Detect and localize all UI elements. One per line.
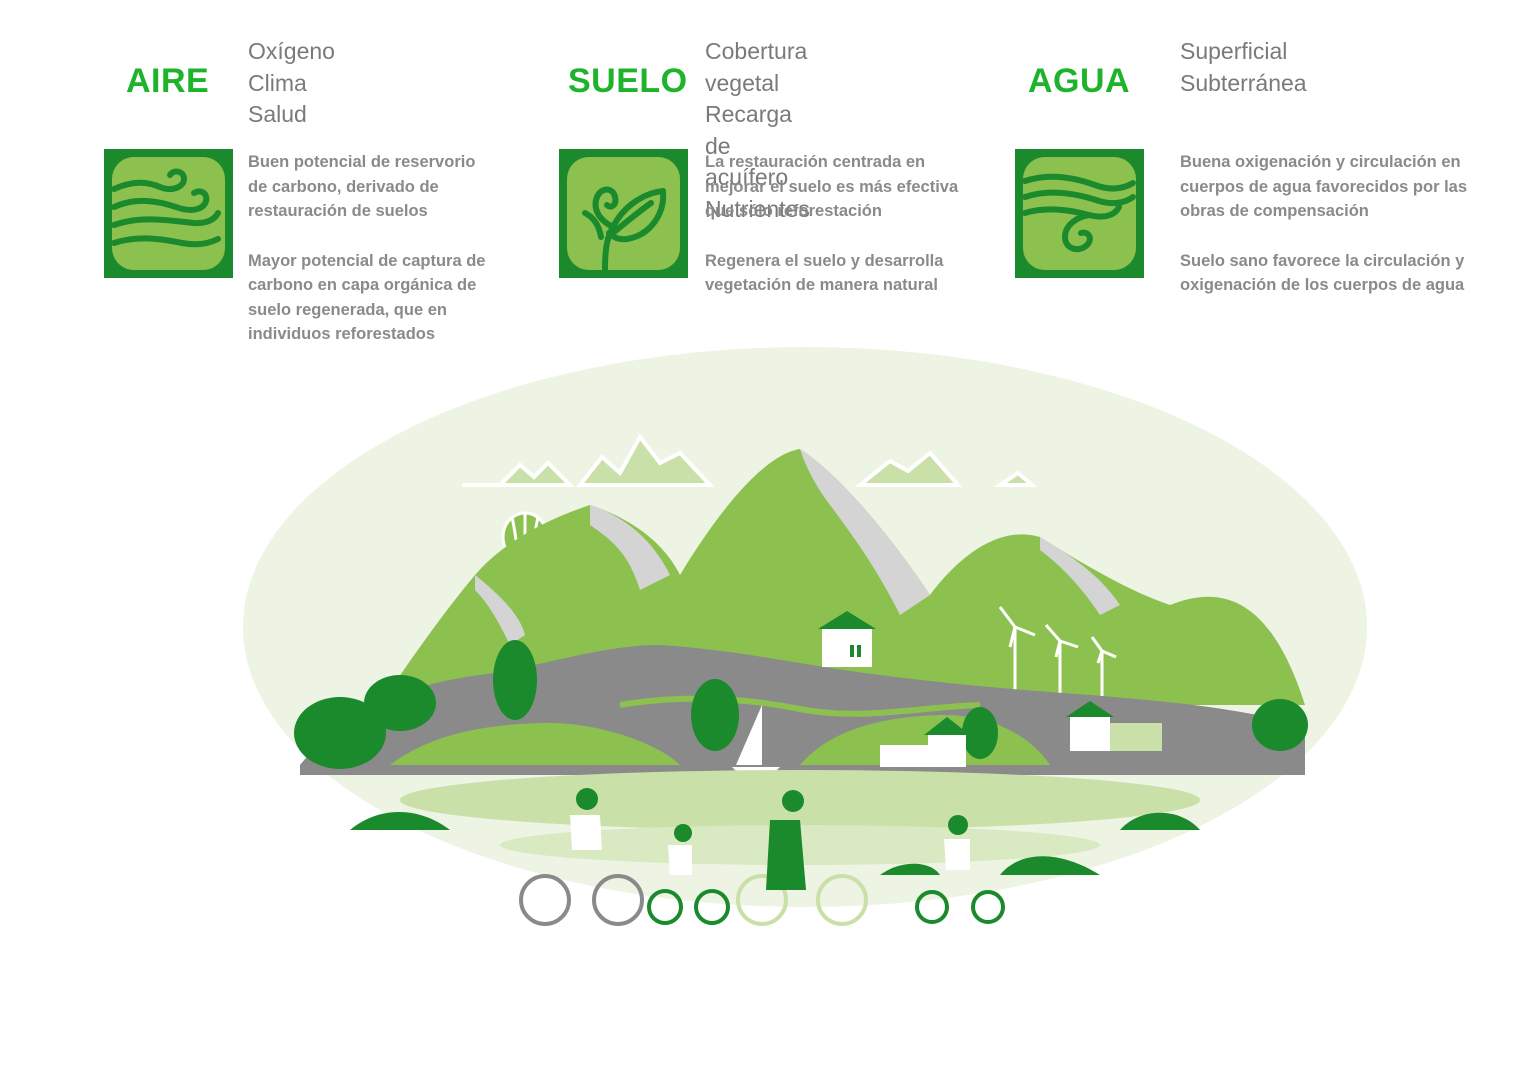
wind-turbines	[998, 606, 1117, 705]
wind-icon	[104, 149, 233, 278]
rider-body	[570, 815, 602, 850]
suelo-paragraph: La restauración centrada en mejorar el s…	[705, 153, 959, 220]
aire-description: Buen potencial de reservorio de carbono,…	[248, 150, 493, 372]
trees	[294, 640, 1308, 769]
aire-topics: Oxígeno Clima Salud	[248, 36, 335, 131]
rider-head	[782, 790, 804, 812]
suelo-topic: Nutrientes	[705, 195, 810, 222]
cyclists	[519, 874, 1005, 926]
cloud	[993, 470, 1038, 487]
bicycle-wheel	[694, 889, 730, 925]
rider-body	[944, 839, 970, 870]
agua-topics: Superficial Subterránea	[1180, 36, 1307, 99]
aire-paragraph: Buen potencial de reservorio de carbono,…	[248, 153, 476, 220]
houses	[818, 611, 1162, 767]
aire-topic: Clima	[248, 69, 307, 96]
cloud	[575, 433, 715, 487]
bicycle-wheel	[736, 874, 788, 926]
aire-topic: Oxígeno	[248, 38, 335, 64]
riders	[570, 788, 970, 890]
aire-paragraph: Mayor potencial de captura de carbono en…	[248, 251, 486, 344]
suelo-heading: SUELO	[568, 62, 688, 100]
bicycle-wheel	[971, 890, 1005, 924]
agua-paragraph: Buena oxigenación y circulación en cuerp…	[1180, 153, 1468, 220]
suelo-topic: Recarga de acuífero	[705, 101, 792, 190]
bicycle-wheel	[647, 889, 683, 925]
rider-body	[766, 820, 806, 890]
bicycle-wheel	[915, 890, 949, 924]
rider-head	[948, 815, 968, 835]
agua-heading: AGUA	[1028, 62, 1131, 100]
cloud	[462, 460, 575, 487]
rider-body	[668, 845, 692, 875]
sprout-icon	[559, 149, 688, 278]
cloud	[854, 450, 963, 487]
aire-heading: AIRE	[126, 62, 210, 100]
rolling-hills	[300, 645, 1305, 775]
clouds	[462, 433, 1038, 487]
bicycle-wheel	[592, 874, 644, 926]
agua-topic: Subterránea	[1180, 69, 1307, 96]
bicycle-wheel	[519, 874, 571, 926]
rider-head	[674, 824, 692, 842]
aire-topic: Salud	[248, 101, 307, 127]
mountains	[380, 449, 1305, 705]
suelo-paragraph: Regenera el suelo y desarrolla vegetació…	[705, 251, 944, 295]
agua-description: Buena oxigenación y circulación en cuerp…	[1180, 150, 1480, 323]
rider-head	[576, 788, 598, 810]
suelo-topics: Cobertura vegetal Recarga de acuífero Nu…	[705, 36, 810, 225]
bicycle-wheel	[816, 874, 868, 926]
agua-topic: Superficial	[1180, 38, 1288, 64]
agua-paragraph: Suelo sano favorece la circulación y oxi…	[1180, 251, 1465, 295]
suelo-topic: Cobertura vegetal	[705, 38, 808, 96]
water-wave-icon	[1015, 149, 1144, 278]
landscape-illustration	[243, 347, 1367, 926]
suelo-description: La restauración centrada en mejorar el s…	[705, 150, 975, 323]
